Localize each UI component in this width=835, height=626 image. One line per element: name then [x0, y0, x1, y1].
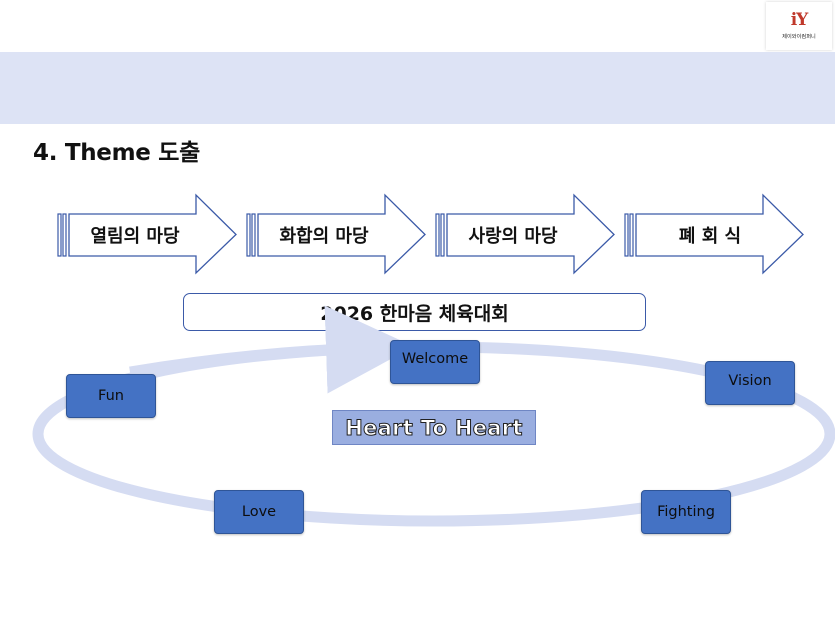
flow-arrow-stripe	[624, 213, 629, 257]
flow-arrow-stripe	[440, 213, 445, 257]
page-title: 4. Theme 도출	[33, 140, 201, 166]
cycle-node-welcome: Welcome	[390, 340, 480, 384]
flow-arrow-stripe	[62, 213, 67, 257]
flow-step-label-4: 폐 회 식	[678, 226, 742, 247]
flow-arrow-4	[635, 193, 804, 275]
flow-step-label-3: 사랑의 마당	[468, 226, 558, 247]
flow-arrow-stripe	[246, 213, 251, 257]
flow-arrow-1	[68, 193, 237, 275]
theme-text: Heart To Heart	[345, 415, 523, 440]
event-title-box: 2026 한마음 체육대회	[183, 293, 646, 331]
company-logo: iY 제이와이컴퍼니	[766, 2, 832, 50]
flow-step-label-2: 화합의 마당	[279, 226, 369, 247]
logo-mark: iY	[790, 10, 809, 30]
flow-arrow-2	[257, 193, 426, 275]
cycle-node-label: Love	[241, 504, 277, 520]
flow-arrow-stripe	[57, 213, 62, 257]
cycle-node-fighting: Fighting	[641, 490, 731, 534]
flow-step-label-1: 열림의 마당	[90, 226, 180, 247]
theme-badge: Heart To Heart	[332, 410, 536, 445]
logo-text: 제이와이컴퍼니	[782, 34, 816, 40]
cycle-node-label: Fun	[98, 388, 124, 404]
cycle-node-love: Love	[214, 490, 304, 534]
cycle-node-fun: Fun	[66, 374, 156, 418]
flow-arrow-stripe	[251, 213, 256, 257]
cycle-node-label: Vision	[728, 373, 772, 389]
cycle-node-label: Welcome	[401, 351, 469, 367]
flow-arrow-stripe	[629, 213, 634, 257]
cycle-node-vision: Vision	[705, 361, 795, 405]
flow-arrow-stripe	[435, 213, 440, 257]
cycle-node-label: Fighting	[657, 504, 715, 520]
header-band	[0, 52, 835, 124]
flow-arrow-3	[446, 193, 615, 275]
